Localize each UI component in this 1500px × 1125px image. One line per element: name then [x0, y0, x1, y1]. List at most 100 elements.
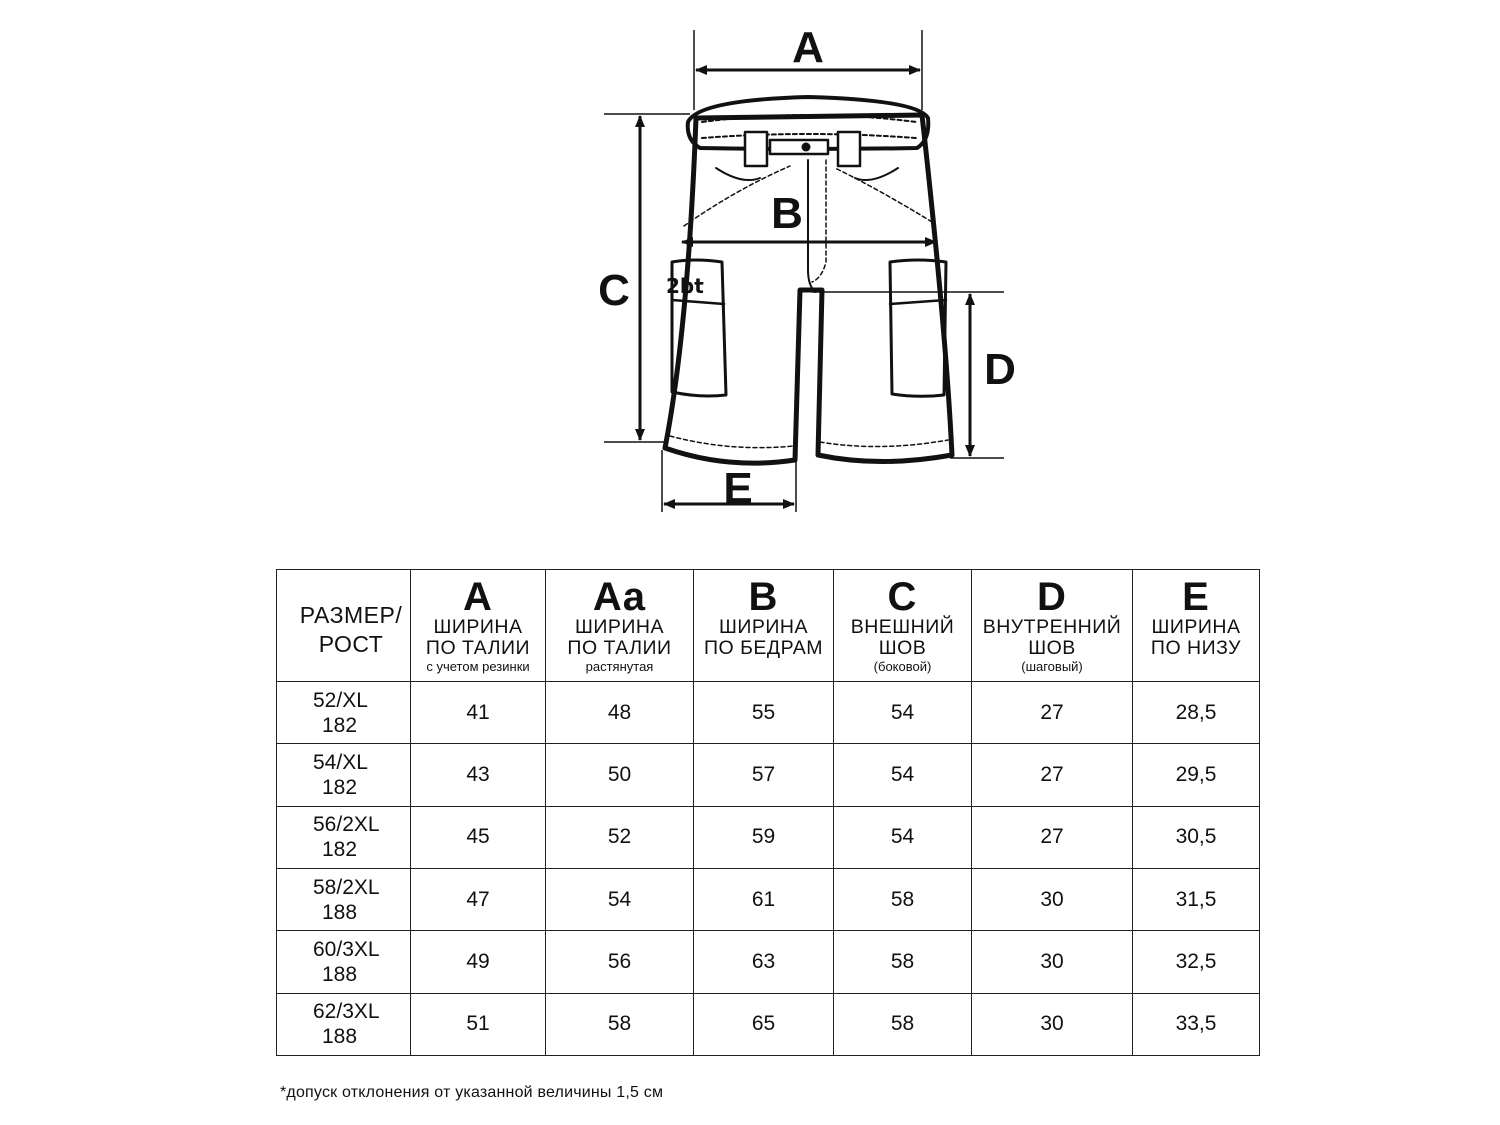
header-name-line2: ПО ТАЛИИ	[425, 637, 531, 659]
measurement-cell: 63	[693, 930, 834, 994]
header-name-line2: РОСТ	[318, 631, 384, 657]
height-label: 182	[322, 713, 358, 737]
measurement-cell: 54	[833, 680, 972, 745]
measurement-cell: 54	[545, 867, 694, 932]
size-chart-table: РАЗМЕР/ РОСТ A ШИРИНА ПО ТАЛИИ с учетом …	[276, 569, 1260, 1057]
left-cargo-pocket	[670, 258, 728, 398]
header-inner-seam: D ВНУТРЕННИЙ ШОВ (шаговый)	[971, 569, 1133, 682]
header-name-line2: ШОВ	[1028, 637, 1076, 659]
header-name-line1: РАЗМЕР/	[299, 602, 403, 628]
measurement-cell: 41	[410, 680, 546, 745]
measurement-cell: 49	[410, 930, 546, 994]
header-name-line1: ВНЕШНИЙ	[850, 616, 955, 638]
measurement-cell: 54	[833, 743, 972, 807]
header-name-line1: ВНУТРЕННИЙ	[982, 616, 1122, 638]
measurement-cell: 65	[693, 992, 834, 1057]
size-label: 54/XL	[313, 750, 368, 774]
header-outer-seam: C ВНЕШНИЙ ШОВ (боковой)	[833, 569, 972, 682]
measurement-cell: 57	[693, 743, 834, 807]
size-label: 60/3XL	[313, 937, 380, 961]
header-note: (шаговый)	[1021, 659, 1083, 674]
waistband	[685, 95, 931, 151]
size-label: 56/2XL	[313, 813, 380, 837]
measurement-cell: 30,5	[1132, 805, 1260, 869]
header-name-line2: ПО ТАЛИИ	[567, 637, 672, 659]
header-waist-stretched: Aa ШИРИНА ПО ТАЛИИ растянутая	[545, 569, 694, 682]
right-cargo-pocket	[888, 258, 948, 398]
height-label: 182	[322, 838, 358, 862]
measurement-cell: 56	[545, 930, 694, 994]
header-name-line2: ПО НИЗУ	[1150, 637, 1242, 659]
header-name-line1: ШИРИНА	[1151, 616, 1241, 638]
measurement-cell: 30	[971, 930, 1133, 994]
tolerance-footnote: *допуск отклонения от указанной величины…	[280, 1084, 664, 1101]
header-name-line2: ПО БЕДРАМ	[703, 637, 824, 659]
header-name-line1: ШИРИНА	[575, 616, 664, 638]
measurement-cell: 50	[545, 743, 694, 807]
header-hip-width: B ШИРИНА ПО БЕДРАМ	[693, 569, 834, 682]
header-hem-width: E ШИРИНА ПО НИЗУ	[1132, 569, 1260, 682]
measurement-cell: 47	[410, 867, 546, 932]
measurement-cell: 28,5	[1132, 680, 1260, 745]
header-letter: E	[1182, 575, 1210, 619]
measurement-cell: 61	[693, 867, 834, 932]
measurement-cell: 45	[410, 805, 546, 869]
measurement-cell: 55	[693, 680, 834, 745]
measurement-cell: 51	[410, 992, 546, 1057]
header-letter: C	[887, 575, 918, 619]
header-letter: B	[748, 575, 779, 619]
measurement-cell: 27	[971, 805, 1133, 869]
measurement-cell: 29,5	[1132, 743, 1260, 807]
measurement-cell: 30	[971, 992, 1133, 1057]
measurement-cell: 58	[833, 867, 972, 932]
measurement-cell: 27	[971, 680, 1133, 745]
header-letter: D	[1037, 575, 1067, 619]
header-name-line1: ШИРИНА	[433, 616, 523, 638]
size-label: 52/XL	[313, 688, 368, 712]
height-label: 188	[322, 1025, 358, 1049]
header-letter: Aa	[592, 575, 647, 619]
header-name-line1: ШИРИНА	[719, 616, 808, 638]
measurement-cell: 58	[833, 992, 972, 1057]
header-size-height: РАЗМЕР/ РОСТ	[276, 569, 411, 682]
shorts-drawing	[662, 95, 955, 466]
dimension-lines	[604, 30, 1004, 512]
header-name-line2: ШОВ	[878, 637, 927, 659]
header-note: (боковой)	[873, 659, 932, 674]
shorts-measurement-diagram: 2bt A B C D E	[598, 23, 1016, 513]
height-label: 188	[322, 900, 358, 924]
dimension-a-label: A	[792, 23, 824, 72]
measurement-cell: 58	[833, 930, 972, 994]
dimension-c-label: C	[598, 266, 630, 315]
measurement-cell: 48	[545, 680, 694, 745]
height-label: 182	[322, 775, 358, 799]
header-note: растянутая	[585, 659, 654, 674]
shorts-outline	[662, 112, 955, 466]
dimension-e-label: E	[723, 464, 752, 513]
measurement-cell: 54	[833, 805, 972, 869]
header-letter: A	[463, 575, 493, 619]
size-label: 58/2XL	[313, 875, 380, 899]
brand-logo: 2bt	[666, 274, 704, 298]
measurement-cell: 31,5	[1132, 867, 1260, 932]
measurement-cell: 59	[693, 805, 834, 869]
dimension-b-label: B	[771, 189, 803, 238]
dimension-d-label: D	[984, 345, 1016, 394]
measurement-cell: 52	[545, 805, 694, 869]
measurement-cell: 58	[545, 992, 694, 1057]
measurement-cell: 32,5	[1132, 930, 1260, 994]
table-header-row: РАЗМЕР/ РОСТ A ШИРИНА ПО ТАЛИИ с учетом …	[276, 569, 1260, 682]
measurement-cell: 27	[971, 743, 1133, 807]
measurement-cell: 43	[410, 743, 546, 807]
